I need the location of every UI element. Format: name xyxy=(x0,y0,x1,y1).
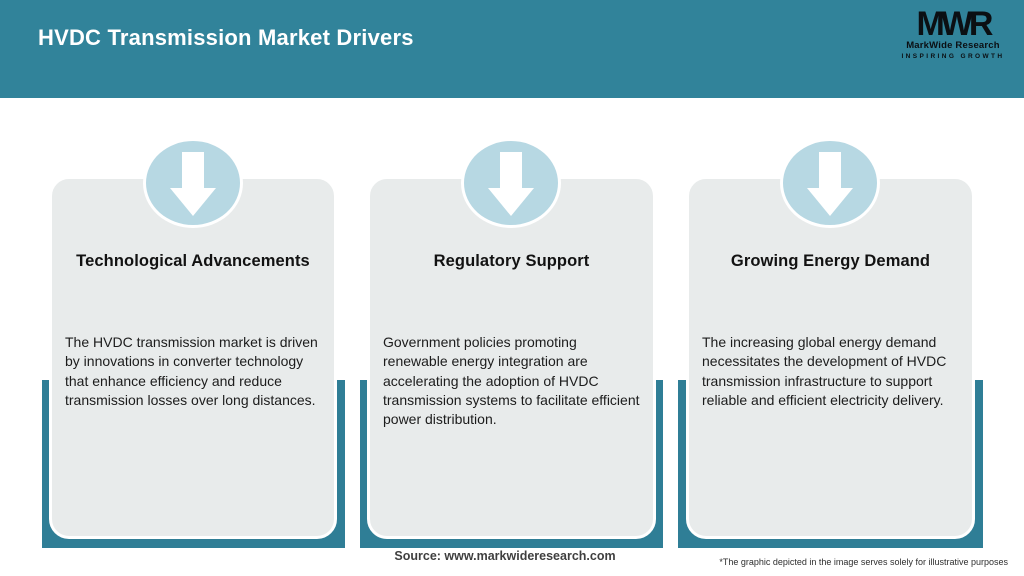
markwide-research-logo: MWR MarkWide Research INSPIRING GROWTH xyxy=(898,5,1008,60)
down-arrow-badge xyxy=(461,138,561,228)
card-description: Government policies promoting renewable … xyxy=(383,334,640,428)
driver-card-growing-energy-demand: Growing Energy Demand The increasing glo… xyxy=(686,176,975,539)
card-title: Technological Advancements xyxy=(76,252,310,270)
down-arrow-badge xyxy=(143,138,243,228)
down-arrow-icon xyxy=(488,152,534,216)
source-text: Source: www.markwideresearch.com xyxy=(394,549,616,563)
page-title: HVDC Transmission Market Drivers xyxy=(38,25,414,50)
down-arrow-icon xyxy=(807,152,853,216)
logo-tagline: INSPIRING GROWTH xyxy=(901,53,1005,60)
down-arrow-icon xyxy=(170,152,216,216)
card-description: The HVDC transmission market is driven b… xyxy=(65,334,318,408)
card-title: Growing Energy Demand xyxy=(730,252,931,270)
driver-card-technological-advancements: Technological Advancements The HVDC tran… xyxy=(49,176,337,539)
driver-card-regulatory-support: Regulatory Support Government policies p… xyxy=(367,176,656,539)
down-arrow-badge xyxy=(780,138,880,228)
card-title: Regulatory Support xyxy=(433,252,590,270)
card-description: The increasing global energy demand nece… xyxy=(702,334,947,408)
disclaimer-text: *The graphic depicted in the image serve… xyxy=(719,557,1008,567)
mwr-monogram: MWR xyxy=(916,5,994,43)
header-bar: HVDC Transmission Market Drivers MWR Mar… xyxy=(0,0,1024,98)
logo-name: MarkWide Research xyxy=(906,40,1000,51)
